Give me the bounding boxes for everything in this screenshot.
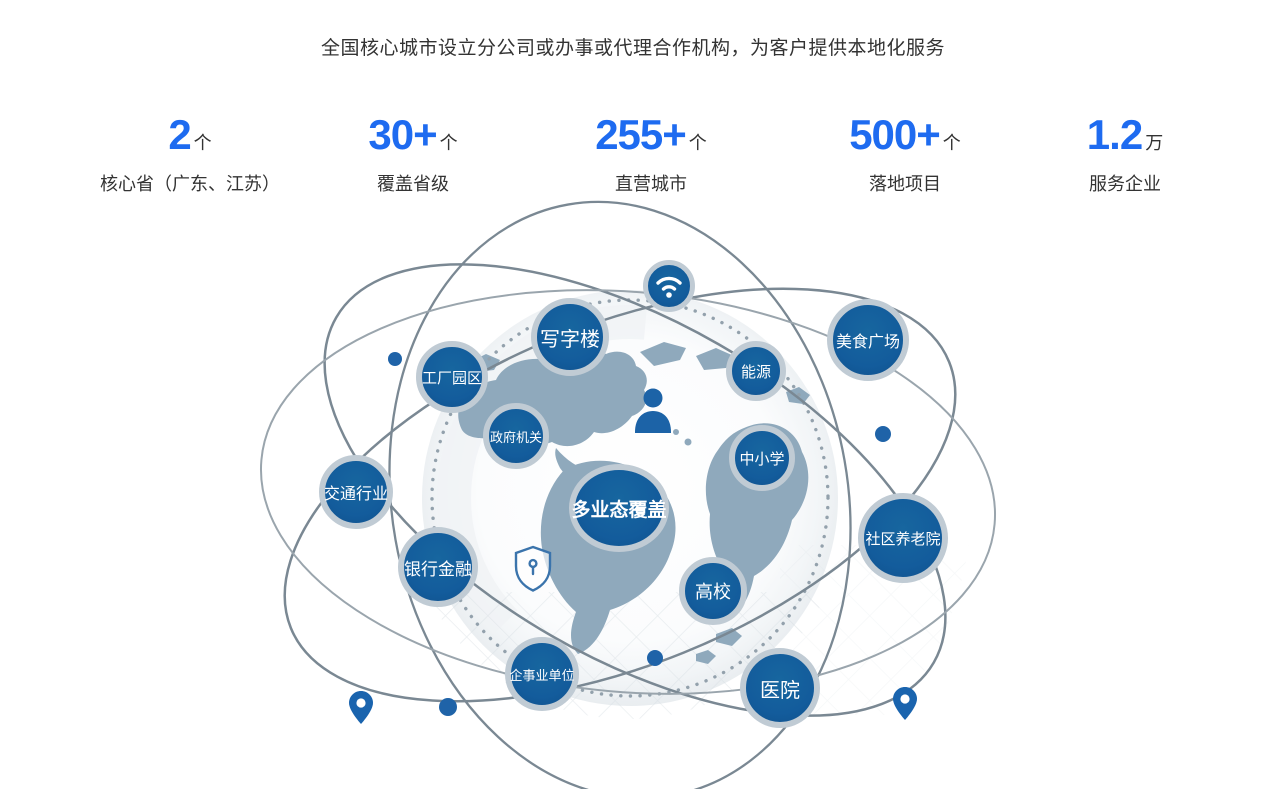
bubble-label: 银行金融 <box>404 559 472 579</box>
bubble-label: 社区养老院 <box>865 530 941 548</box>
bubble-label: 中小学 <box>739 450 785 468</box>
stat-projects: 500+ 个 落地项目 <box>849 112 961 196</box>
orbit-dot <box>439 698 457 716</box>
bubble-factory-park: 工厂园区 <box>416 341 488 413</box>
wifi-icon <box>656 276 682 298</box>
bubble-center-multi-format: 多业态覆盖 <box>569 464 669 552</box>
stat-unit: 万 <box>1145 133 1164 153</box>
page-title: 全国核心城市设立分公司或办事或代理合作机构，为客户提供本地化服务 <box>320 38 945 59</box>
orbit-dot <box>388 352 402 366</box>
orbit-dot <box>647 650 663 666</box>
bubble-office-building: 写字楼 <box>531 298 609 376</box>
stat-value: 255+ <box>595 111 687 158</box>
orbit-dots <box>388 352 891 716</box>
stat-label: 落地项目 <box>868 174 941 194</box>
stat-label: 服务企业 <box>1088 174 1161 194</box>
stat-label: 覆盖省级 <box>377 174 449 194</box>
stat-label: 核心省（广东、江苏） <box>100 174 280 194</box>
bubble-label: 多业态覆盖 <box>571 499 667 521</box>
person-icon <box>635 388 671 433</box>
stat-number: 255+ 个 <box>595 112 707 158</box>
bubble-label: 医院 <box>760 679 800 702</box>
bubble-government: 政府机关 <box>483 403 549 469</box>
stat-number: 1.2 万 <box>1087 112 1163 158</box>
stat-unit: 个 <box>688 133 707 153</box>
stat-label: 直营城市 <box>614 174 687 194</box>
bubble-primary-schools: 中小学 <box>729 425 795 491</box>
stat-number: 30+ 个 <box>368 112 457 158</box>
map-pin-icon <box>349 691 373 724</box>
shield-lock-icon <box>514 545 552 592</box>
stat-value: 2 <box>168 111 191 158</box>
stat-enterprises-served: 1.2 万 服务企业 <box>1087 112 1163 196</box>
bubble-nursing-home: 社区养老院 <box>858 493 948 583</box>
bubble-enterprises: 企事业单位 <box>505 637 579 711</box>
stats-row: 2 个 核心省（广东、江苏） 30+ 个 覆盖省级 255+ 个 直营城市 50… <box>0 112 1266 212</box>
bubble-label: 工厂园区 <box>422 369 483 387</box>
bubble-universities: 高校 <box>679 557 747 625</box>
orbit-dot <box>875 426 891 442</box>
wifi-node <box>643 260 695 312</box>
stat-value: 1.2 <box>1086 111 1143 158</box>
bubble-label: 写字楼 <box>540 328 600 351</box>
stat-direct-cities: 255+ 个 直营城市 <box>595 112 707 196</box>
bubble-label: 美食广场 <box>835 334 900 351</box>
bubble-transportation: 交通行业 <box>319 455 393 529</box>
bubble-energy: 能源 <box>726 341 786 401</box>
stat-unit: 个 <box>439 133 458 153</box>
bubble-banking-finance: 银行金融 <box>398 527 478 607</box>
stat-unit: 个 <box>942 133 961 153</box>
stat-provinces-covered: 30+ 个 覆盖省级 <box>368 112 457 196</box>
stat-unit: 个 <box>193 133 212 153</box>
bubble-label: 高校 <box>695 582 731 602</box>
stat-number: 500+ 个 <box>849 112 961 158</box>
map-pin-icon <box>893 687 917 720</box>
bubble-hospital: 医院 <box>740 648 820 728</box>
stat-value: 30+ <box>368 111 437 158</box>
stat-number: 2 个 <box>100 112 280 158</box>
bubble-label: 政府机关 <box>489 429 542 445</box>
bubble-food-court: 美食广场 <box>827 299 909 381</box>
bubble-label: 能源 <box>740 363 771 381</box>
stat-core-provinces: 2 个 核心省（广东、江苏） <box>100 112 280 196</box>
stat-value: 500+ <box>849 111 941 158</box>
bubble-label: 交通行业 <box>324 486 389 503</box>
bubble-label: 企事业单位 <box>509 667 575 683</box>
